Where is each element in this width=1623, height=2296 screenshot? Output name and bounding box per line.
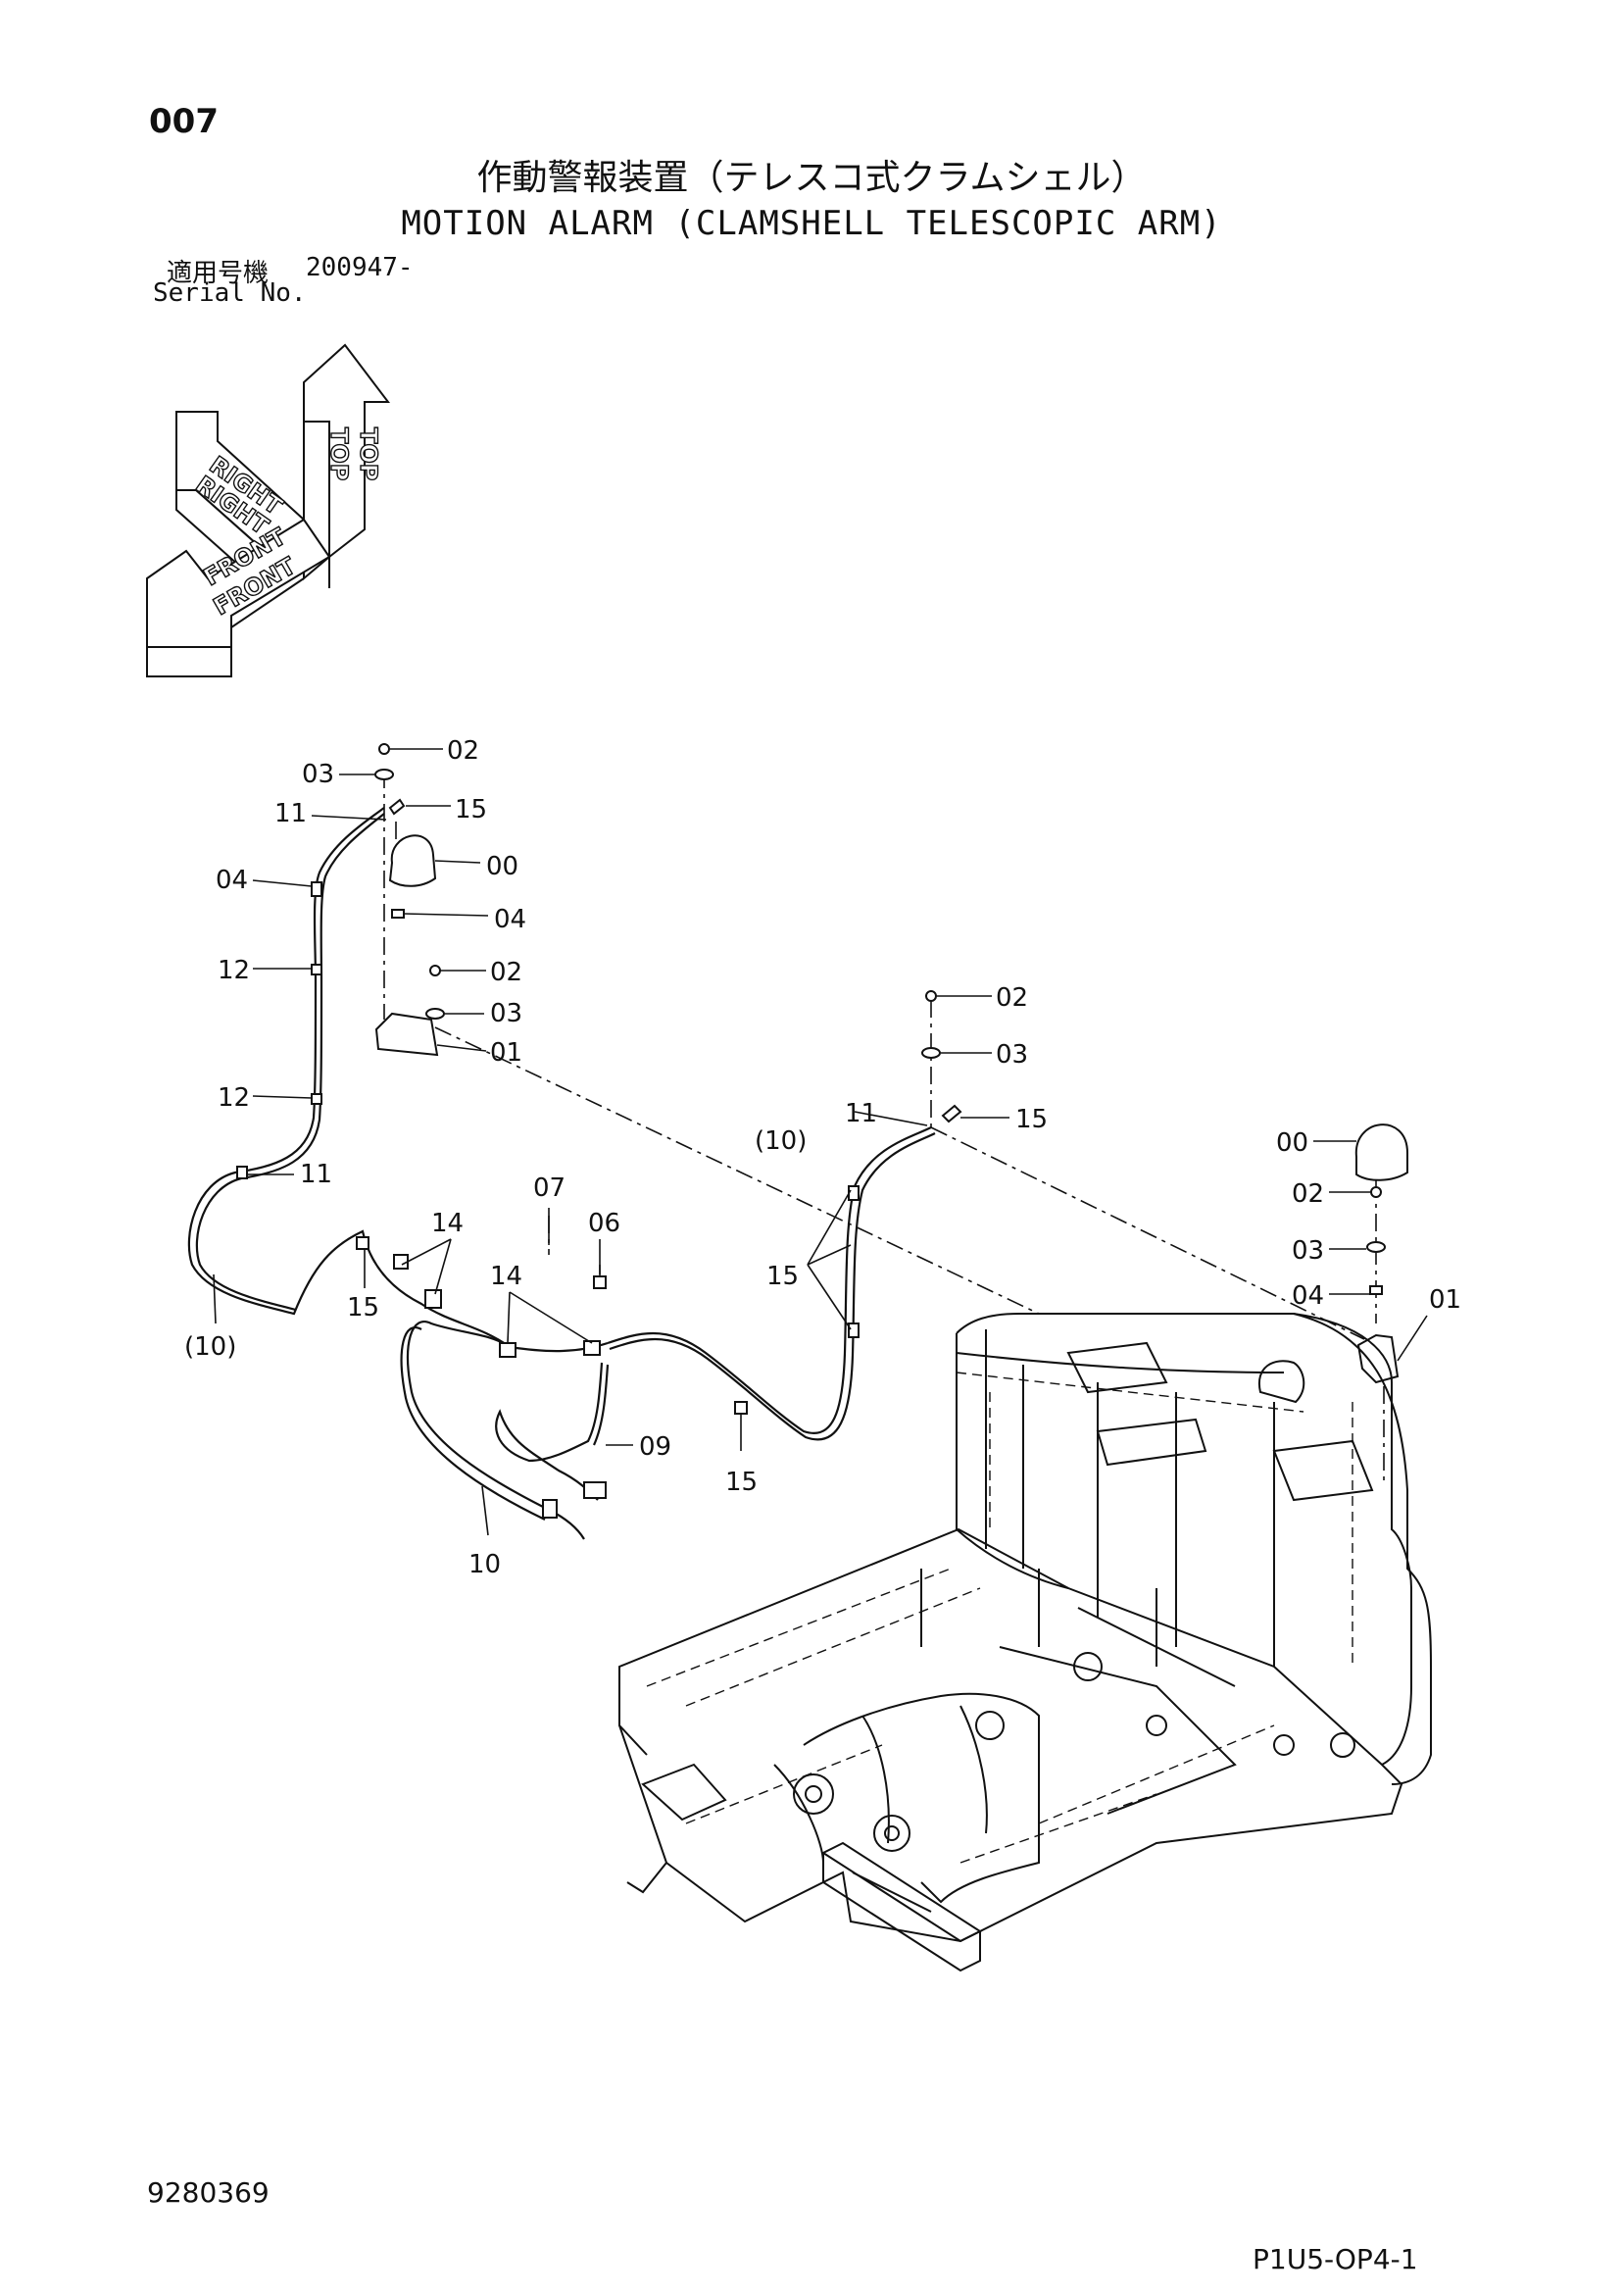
callout-12b: 12: [218, 1083, 250, 1113]
callout-15c: 15: [725, 1468, 758, 1497]
callout-03c: 03: [996, 1040, 1028, 1070]
leader-lines: [213, 748, 1428, 1536]
callout-03b: 03: [490, 999, 522, 1028]
callout-02c: 02: [996, 983, 1028, 1013]
callout-04a: 04: [216, 866, 248, 895]
callout-11b: 11: [300, 1160, 332, 1189]
bolt-02d: [1370, 1186, 1382, 1198]
callout-06: 06: [588, 1209, 620, 1238]
page-number: 007: [149, 102, 219, 141]
step-plate: [641, 1763, 727, 1822]
clip-14a: [393, 1254, 409, 1270]
boom-foot: [803, 1692, 1040, 1904]
callout-02d: 02: [1292, 1179, 1324, 1209]
callout-00a: 00: [486, 852, 518, 881]
bolt-02a: [378, 743, 390, 755]
washer-03c: [921, 1047, 941, 1059]
callout-10c: (10): [755, 1126, 807, 1156]
page-code: P1U5-OP4-1: [1253, 2243, 1418, 2275]
callout-10a: (10): [184, 1332, 236, 1362]
washer-03d: [1366, 1241, 1386, 1253]
wire-harness: [187, 807, 936, 1540]
callout-14b: 14: [490, 1262, 522, 1291]
harness-left-inner: [195, 813, 385, 1312]
callout-01b: 01: [1429, 1285, 1461, 1315]
callout-03a: 03: [302, 760, 334, 789]
clip-15c: [734, 1401, 748, 1415]
machine-frame: [618, 1313, 1432, 1972]
callout-04b: 04: [494, 905, 526, 934]
alignment-lines: [383, 771, 1385, 1480]
callout-09: 09: [639, 1432, 671, 1462]
callout-02a: 02: [447, 736, 479, 766]
orientation-top-label: TOP: [325, 427, 353, 480]
serial-label-japanese: 適用号機: [167, 259, 270, 288]
callout-00b: 00: [1276, 1128, 1308, 1158]
washer-03b: [425, 1008, 445, 1020]
title-english: MOTION ALARM (CLAMSHELL TELESCOPIC ARM): [401, 204, 1222, 243]
callout-15a: 15: [455, 795, 487, 824]
callout-14a: 14: [431, 1209, 464, 1238]
harness-center: [607, 1126, 932, 1434]
harness-center-inner: [609, 1132, 936, 1441]
clip-15e-1: [848, 1185, 860, 1201]
bolt-02c: [925, 990, 937, 1002]
callout-01a: 01: [490, 1038, 522, 1068]
harness-09: [495, 1362, 604, 1501]
connector-10: [542, 1499, 558, 1519]
callout-02b: 02: [490, 958, 522, 987]
machine-frame-hidden: [646, 1372, 1353, 1864]
clip-14d: [583, 1340, 601, 1356]
harness-left: [187, 807, 609, 1353]
title-japanese: 作動警報装置（テレスコ式クラムシェル）: [476, 158, 1147, 198]
clip-15d: [941, 1104, 962, 1123]
callout-03d: 03: [1292, 1236, 1324, 1266]
nut-04c: [1369, 1285, 1383, 1295]
parts: [236, 743, 1408, 1519]
callout-15d: 15: [1015, 1105, 1048, 1134]
clip-15a: [388, 798, 406, 816]
orientation-indicator: [146, 343, 391, 677]
callout-04c: 04: [1292, 1281, 1324, 1311]
orientation-top-label-2: TOP: [355, 427, 382, 480]
clamp-04b: [311, 881, 322, 897]
grommet-06: [593, 1275, 607, 1289]
serial-label-english: Serial No.: [153, 278, 307, 308]
clip-14b: [424, 1289, 442, 1309]
nut-04a: [391, 909, 405, 919]
callout-11a: 11: [274, 799, 307, 828]
counterweight: [956, 1313, 1412, 1766]
callouts: 02 03 11 15 00 04 04 12 02 03 01 12 11 (…: [184, 736, 1461, 1579]
clamp-11b: [236, 1166, 248, 1179]
clip-15b: [356, 1236, 369, 1250]
clip-14c: [499, 1342, 516, 1358]
floor-outline: [618, 1527, 1403, 1943]
callout-15e: 15: [766, 1262, 799, 1291]
clamp-12b: [311, 1093, 322, 1105]
bracket-01a: [374, 1012, 439, 1057]
front-arrow-side: [146, 646, 232, 677]
washer-03a: [374, 769, 394, 780]
alarm-00a: [388, 834, 437, 887]
clamp-12a: [311, 964, 322, 975]
callout-11c: 11: [845, 1099, 877, 1128]
callout-07: 07: [533, 1173, 566, 1203]
counterweight-outer: [1293, 1313, 1432, 1785]
harness-branch-inner: [400, 1326, 546, 1521]
bolt-02b: [429, 965, 441, 976]
harness-09-inner: [592, 1364, 610, 1446]
drawing-number: 9280369: [147, 2176, 270, 2209]
alarm-00b: [1354, 1123, 1408, 1181]
callout-12a: 12: [218, 956, 250, 985]
callout-10b: 10: [468, 1550, 501, 1579]
bracket-01b: [1356, 1333, 1400, 1384]
serial-value: 200947-: [306, 253, 414, 282]
callout-15b: 15: [347, 1293, 379, 1323]
clip-15e-2: [848, 1323, 860, 1338]
alarm-mount-top: [1257, 1360, 1305, 1404]
connector-09: [583, 1481, 607, 1499]
